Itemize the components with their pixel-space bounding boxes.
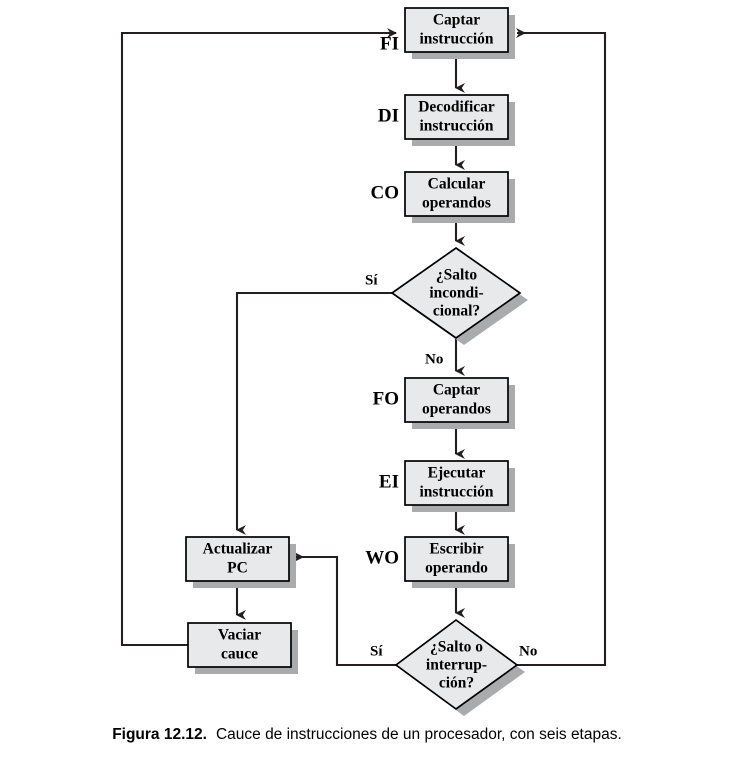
stage-label-wo: WO bbox=[365, 547, 399, 568]
node-label-line2: cauce bbox=[221, 646, 258, 663]
edge-decision2-yes-to-actualizar bbox=[294, 552, 398, 667]
node-label-line1: Captar bbox=[433, 12, 480, 29]
node-label-line1: ¿Salto bbox=[436, 267, 478, 284]
edge-decision1-yes-to-actualizar bbox=[235, 291, 399, 535]
node-label-line1: ¿Salto o bbox=[430, 639, 483, 656]
stage-label-fo: FO bbox=[373, 388, 399, 409]
node-rect bbox=[404, 460, 509, 506]
node-label-line1: Calcular bbox=[428, 176, 486, 193]
node-rect bbox=[404, 171, 509, 217]
node-label-line2: instrucción bbox=[419, 31, 493, 48]
pipeline-flowchart: Captar instrucción FI Decodificar instru… bbox=[120, 7, 607, 716]
node-label-line2: incondi- bbox=[429, 285, 483, 302]
node-label-line2: instrucción bbox=[419, 118, 493, 135]
node-label-line2: instrucción bbox=[419, 484, 493, 501]
node-rect bbox=[187, 622, 292, 668]
node-label-line2: PC bbox=[227, 560, 248, 577]
node-captar-instruccion[interactable]: Captar instrucción bbox=[404, 7, 515, 59]
node-rect bbox=[404, 7, 509, 53]
stage-label-di: DI bbox=[378, 105, 399, 126]
edge-decision2-no-to-fi bbox=[514, 28, 607, 667]
node-label-line3: ción? bbox=[439, 675, 474, 692]
node-captar-operandos[interactable]: Captar operandos bbox=[404, 377, 515, 429]
node-label-line1: Ejecutar bbox=[428, 465, 486, 482]
node-vaciar-cauce[interactable]: Vaciar cauce bbox=[187, 622, 298, 674]
figure-caption-text: Cauce de instrucciones de un procesador,… bbox=[215, 726, 622, 743]
node-rect bbox=[404, 536, 509, 582]
node-label-line2: operandos bbox=[422, 401, 491, 418]
node-ejecutar-instruccion[interactable]: Ejecutar instrucción bbox=[404, 460, 515, 512]
edge-vaciar-to-fi bbox=[120, 28, 397, 647]
node-decision-salto-incondicional[interactable]: ¿Salto incondi- cional? bbox=[390, 246, 528, 345]
branch-label-decision1-yes: Sí bbox=[365, 272, 378, 288]
node-calcular-operandos[interactable]: Calcular operandos bbox=[404, 171, 515, 223]
node-rect bbox=[185, 536, 290, 582]
node-rect bbox=[404, 94, 509, 140]
node-label-line2: operandos bbox=[422, 195, 491, 212]
node-label-line1: Escribir bbox=[429, 541, 483, 558]
connector-lines bbox=[120, 28, 607, 667]
node-escribir-operando[interactable]: Escribir operando bbox=[404, 536, 515, 588]
branch-label-decision1-no: No bbox=[425, 351, 443, 367]
stage-label-fi: FI bbox=[380, 33, 399, 54]
stage-label-ei: EI bbox=[379, 471, 399, 492]
node-actualizar-pc[interactable]: Actualizar PC bbox=[185, 536, 296, 588]
node-label-line2: operando bbox=[425, 560, 488, 577]
figure-caption-label: Figura 12.12. bbox=[112, 726, 207, 743]
node-label-line2: interrup- bbox=[426, 657, 487, 674]
node-diamond bbox=[390, 246, 522, 340]
node-label-line1: Captar bbox=[433, 382, 480, 399]
node-diamond bbox=[394, 618, 519, 711]
figure-caption: Figura 12.12. Cauce de instrucciones de u… bbox=[0, 726, 734, 744]
node-label-line3: cional? bbox=[433, 303, 480, 320]
node-decision-salto-interrupcion[interactable]: ¿Salto o interrup- ción? bbox=[394, 618, 525, 716]
node-label-line1: Actualizar bbox=[203, 541, 273, 558]
branch-label-decision2-yes: Sí bbox=[370, 643, 383, 659]
node-label-line1: Decodificar bbox=[418, 99, 495, 116]
node-decodificar-instruccion[interactable]: Decodificar instrucción bbox=[404, 94, 515, 146]
node-label-line1: Vaciar bbox=[218, 627, 261, 644]
branch-label-decision2-no: No bbox=[519, 643, 537, 659]
stage-label-co: CO bbox=[371, 182, 400, 203]
node-rect bbox=[404, 377, 509, 423]
